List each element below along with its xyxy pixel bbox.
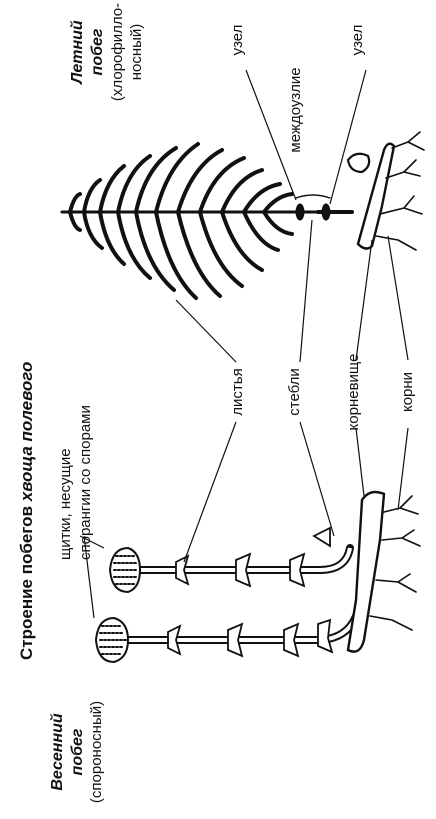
spring-shoot-illustration: [96, 492, 420, 662]
spring-shoot-caption: Весенний побег (спороносный): [49, 701, 105, 803]
summer-shoot-illustration: [62, 144, 352, 298]
summer-branches-lower: [70, 212, 292, 298]
leader-rhizome-spring: [356, 428, 364, 496]
leader-leaves-summer: [176, 300, 236, 362]
summer-shoot-line1: Летний: [69, 20, 86, 85]
spore-cone-upper: [110, 548, 140, 592]
spring-shoot-line1: Весенний: [49, 713, 66, 791]
leader-roots-summer: [388, 236, 408, 360]
leader-node-right: [330, 70, 366, 204]
leader-rhizome-summer: [356, 240, 372, 360]
internode-bracket: [296, 195, 330, 198]
summer-shoot-caption: Летний побег (хлорофилло- носный): [69, 3, 145, 101]
label-leaves: листья: [229, 368, 246, 415]
label-shields-line2: спорангии со спорами: [77, 405, 94, 560]
spore-cone-lower: [96, 618, 128, 662]
title-emphasis: хвоща полевого: [17, 362, 36, 503]
diagram-title: Строение побегов хвоща полевого: [17, 362, 36, 660]
label-shields-line1: щитки, несущие: [57, 448, 74, 560]
spring-bud: [314, 528, 330, 546]
leader-stem-spring: [300, 422, 334, 536]
summer-node-2: [322, 204, 330, 220]
label-stems: стебли: [286, 368, 303, 415]
spring-rhizome: [348, 492, 384, 652]
leader-stem-summer: [300, 220, 312, 362]
summer-node-1: [296, 204, 304, 220]
label-rhizome: корневище: [345, 354, 362, 431]
summer-shoot-line4: носный): [128, 24, 145, 81]
summer-shoot-line3: (хлорофилло-: [109, 3, 126, 101]
label-node-right: узел: [349, 25, 366, 56]
spring-shoot-line3: (спороносный): [88, 701, 105, 803]
spring-shoot-line2: побег: [69, 728, 86, 775]
summer-branches-upper: [70, 144, 292, 212]
label-roots: корни: [399, 372, 416, 412]
summer-shoot-line2: побег: [89, 28, 106, 75]
leader-roots-spring: [398, 428, 408, 510]
label-node-left: узел: [229, 25, 246, 56]
summer-rhizome: [348, 132, 424, 250]
title-prefix: Строение побегов: [17, 501, 36, 660]
label-internode: междоузлие: [287, 67, 304, 152]
leader-leaves-spring: [184, 422, 236, 562]
svg-text:Строение побегов хвоща полевог: Строение побегов хвоща полевого: [17, 362, 36, 660]
